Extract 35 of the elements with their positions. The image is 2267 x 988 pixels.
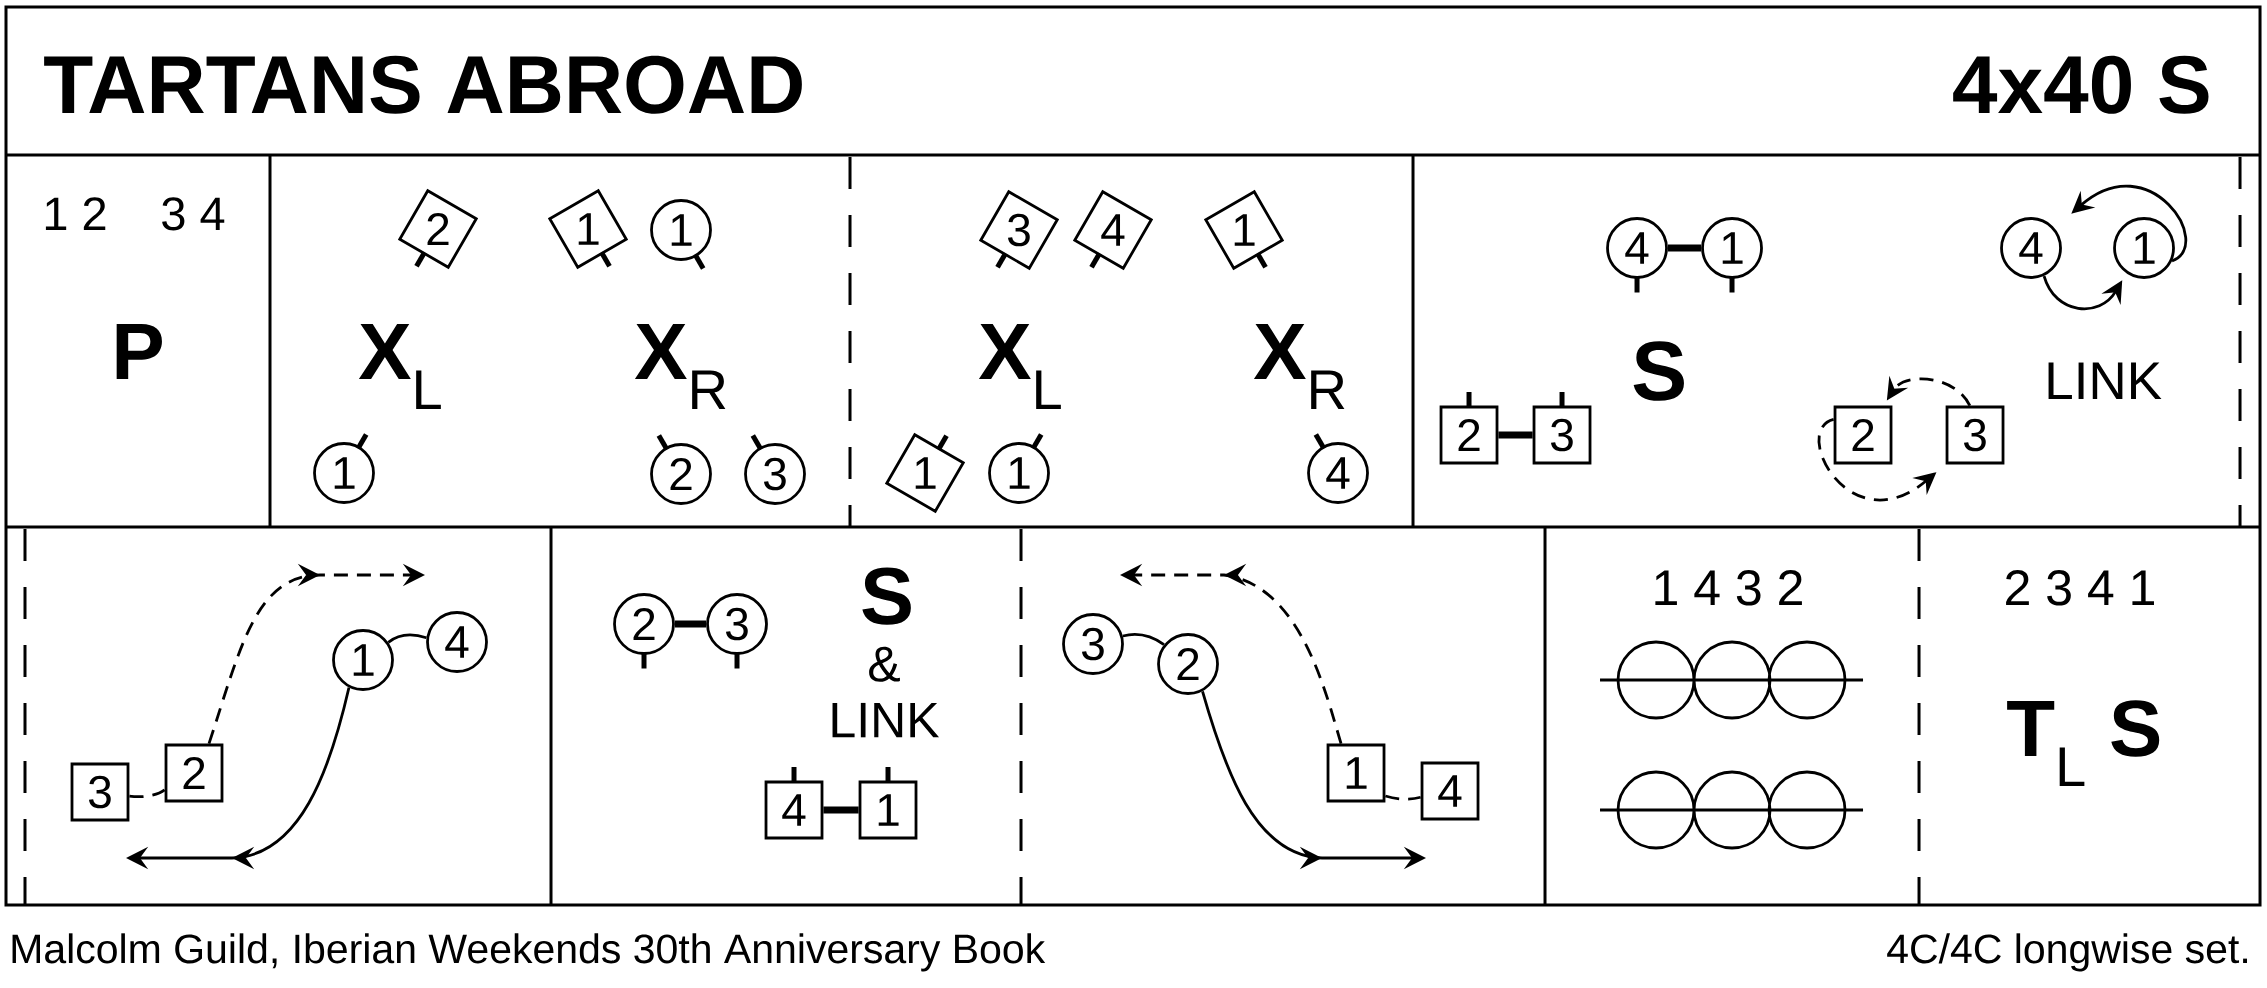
figure-label: S	[1633, 341, 1684, 401]
figure-label: X$_{R}$	[1253, 323, 1345, 409]
position-numbers: 1 2	[45, 197, 106, 230]
position-numbers: 3 4	[162, 197, 225, 231]
dancer-square: 2	[164, 743, 224, 803]
connector-line	[1122, 633, 1165, 646]
title: TARTANS ABROAD	[44, 55, 802, 114]
figure-label: X$_{R}$	[634, 323, 726, 409]
dancer-square: 2	[1833, 405, 1893, 465]
figure-label: & LINK	[832, 646, 940, 738]
position-numbers: 2 3 4 1	[2006, 570, 2154, 606]
connector-line	[1667, 244, 1702, 252]
figure-label: T$_{L}$ S	[2007, 700, 2160, 786]
dancer-square: 3	[70, 762, 130, 822]
dancer-square: 3	[1532, 405, 1592, 465]
position-numbers: 1 4 3 2	[1655, 570, 1802, 606]
dancer-square: 1	[1326, 743, 1386, 803]
footer-text: Malcolm Guild, Iberian Weekends 30th Anniversary Book	[12, 933, 1046, 972]
curved-arrow	[2042, 275, 2123, 311]
dancer-square: 4	[1420, 761, 1480, 821]
heading-text: 4x40 S	[1953, 55, 2209, 114]
figure-label: S	[862, 567, 911, 625]
dashed-line	[1385, 794, 1421, 801]
dancer-square: 4	[764, 780, 824, 840]
figure-label: LINK	[2048, 362, 2162, 399]
dancer-square: 3	[1945, 405, 2005, 465]
dancer-square: 2	[1439, 405, 1499, 465]
footer-text: 4C/4C longwise set.	[1887, 933, 2247, 972]
dancer-square: 1	[858, 780, 918, 840]
dashed-line	[129, 788, 166, 799]
connector-line	[674, 620, 707, 628]
figure-label: X$_{L}$	[358, 323, 441, 409]
figure-label: X$_{L}$	[978, 323, 1061, 409]
figure-label: P	[116, 323, 162, 379]
connector-line	[387, 633, 427, 644]
